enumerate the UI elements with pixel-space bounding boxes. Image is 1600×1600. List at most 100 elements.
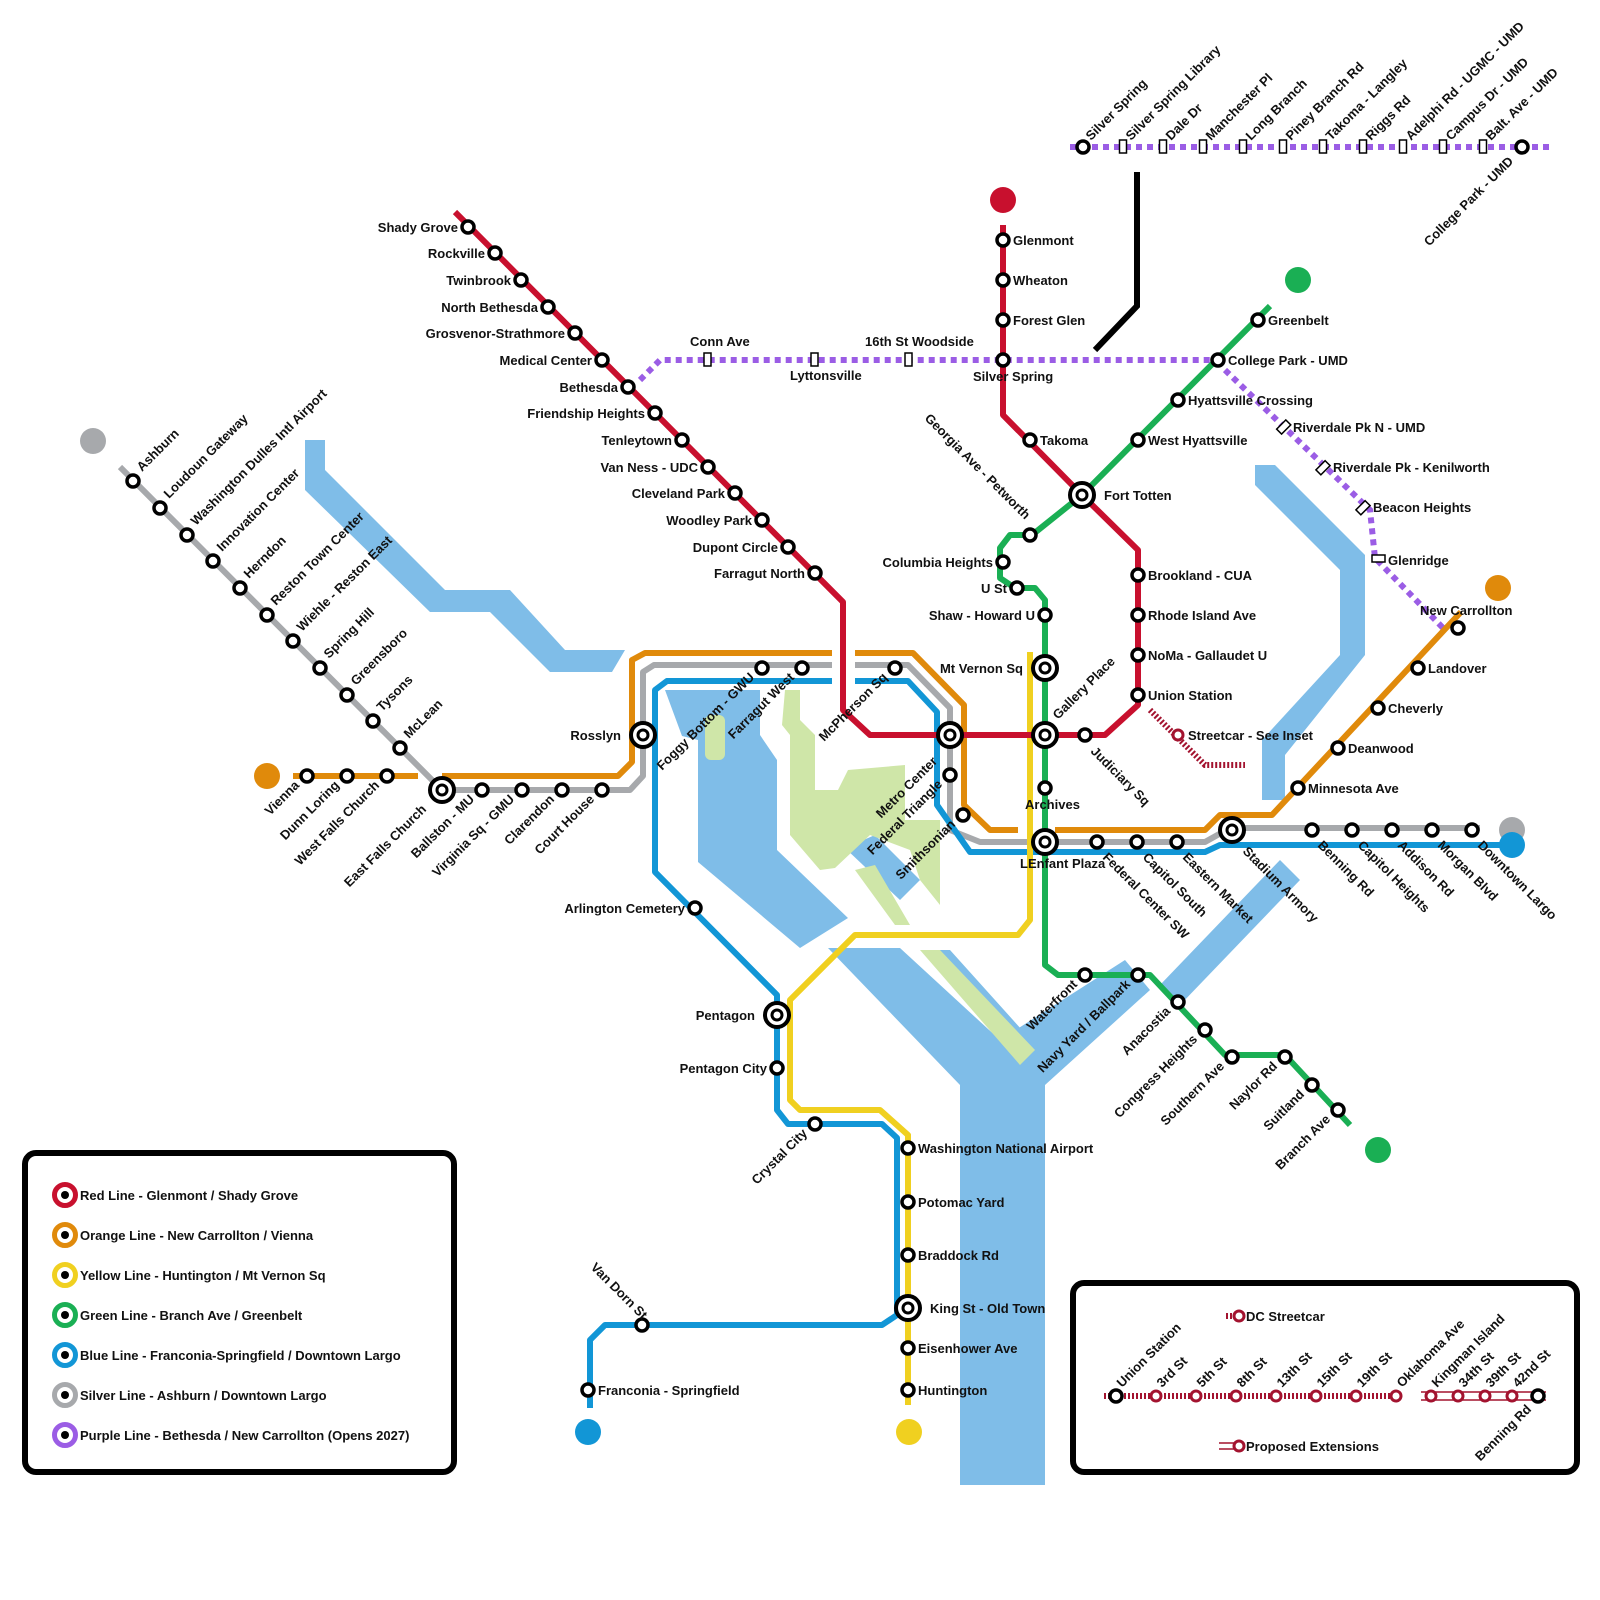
station-marker[interactable]	[780, 539, 796, 555]
purple-top-stop-marker[interactable]	[1198, 139, 1208, 154]
station-marker[interactable]	[1129, 834, 1145, 850]
purple-top-stop-marker[interactable]	[1358, 139, 1368, 154]
station-marker[interactable]	[1290, 780, 1306, 796]
station-marker[interactable]	[647, 405, 663, 421]
station-marker[interactable]	[339, 768, 355, 784]
station-marker[interactable]	[769, 1060, 785, 1076]
station-twinbrook[interactable]: Twinbrook	[446, 272, 529, 288]
streetcar-stop-marker[interactable]	[1389, 1389, 1403, 1403]
purple-top-terminal-marker[interactable]	[1514, 139, 1530, 155]
station-glenridge[interactable]: Glenridge	[1371, 553, 1449, 568]
streetcar-stop-marker[interactable]	[1189, 1389, 1203, 1403]
purple-top-stop-marker[interactable]	[1238, 139, 1248, 154]
station-marker[interactable]	[1330, 740, 1346, 756]
station-wheaton[interactable]: Wheaton	[995, 272, 1068, 288]
station-friendship-heights[interactable]: Friendship Heights	[527, 405, 663, 421]
station-beacon-heights[interactable]: Beacon Heights	[1354, 499, 1471, 516]
station-farragut-north[interactable]: Farragut North	[714, 565, 823, 581]
station-marker[interactable]	[634, 1317, 650, 1333]
station-medical-center[interactable]: Medical Center	[500, 352, 610, 368]
purple-stop-marker[interactable]	[904, 352, 913, 367]
purple-top-stop-marker[interactable]	[1075, 139, 1091, 155]
station-eisenhower-ave[interactable]: Eisenhower Ave	[900, 1340, 1017, 1356]
station-cleveland-park[interactable]: Cleveland Park	[632, 485, 743, 501]
station-marker[interactable]	[754, 512, 770, 528]
purple-stop-marker[interactable]	[1371, 554, 1386, 563]
station-congress-heights[interactable]: Congress Heights	[1111, 1022, 1213, 1121]
station-marker[interactable]	[1197, 1022, 1213, 1038]
station-marker[interactable]	[339, 687, 355, 703]
station-mclean[interactable]: McLean	[392, 696, 445, 756]
station-rosslyn[interactable]: Rosslyn	[570, 721, 657, 749]
station-braddock-rd[interactable]: Braddock Rd	[900, 1247, 999, 1263]
station-marker[interactable]	[995, 352, 1011, 368]
station-loudoun-gateway[interactable]: Loudoun Gateway	[152, 410, 251, 516]
purple-top-stop-marker[interactable]	[1278, 139, 1288, 154]
station-marker[interactable]	[1304, 1077, 1320, 1093]
station-van-ness[interactable]: Van Ness - UDC	[600, 459, 716, 475]
station-lyttonsville[interactable]: Lyttonsville	[790, 352, 862, 383]
station-marker[interactable]	[1370, 700, 1386, 716]
streetcar-stop-marker[interactable]	[1149, 1389, 1163, 1403]
station-takoma[interactable]: Takoma	[1022, 432, 1089, 448]
station-king-st[interactable]: King St - Old Town	[894, 1294, 1045, 1322]
station-west-hyattsville[interactable]: West Hyattsville	[1130, 432, 1247, 448]
station-pentagon[interactable]: Pentagon	[696, 1001, 791, 1029]
station-marker[interactable]	[900, 1247, 916, 1263]
station-marker[interactable]	[955, 807, 971, 823]
streetcar-stop-marker[interactable]	[1108, 1388, 1124, 1404]
station-union-station[interactable]: Union Station	[1130, 687, 1233, 703]
station-marker[interactable]	[152, 500, 168, 516]
station-potomac-yard[interactable]: Potomac Yard	[900, 1194, 1005, 1210]
station-cheverly[interactable]: Cheverly	[1370, 700, 1444, 716]
station-marker[interactable]	[674, 432, 690, 448]
station-marker[interactable]	[312, 660, 328, 676]
purple-top-stop-marker[interactable]	[1158, 139, 1168, 154]
station-franconia[interactable]: Franconia - Springfield	[580, 1382, 740, 1398]
station-marker[interactable]	[205, 553, 221, 569]
station-mcpherson-sq[interactable]: McPherson Sq	[816, 660, 903, 744]
purple-top-stop-marker[interactable]	[1478, 139, 1488, 154]
station-marker[interactable]	[995, 312, 1011, 328]
station-marker[interactable]	[1277, 1049, 1293, 1065]
station-marker[interactable]	[392, 740, 408, 756]
station-streetcar-link[interactable]: Streetcar - See Inset	[1171, 728, 1314, 743]
purple-stop-marker[interactable]	[1275, 418, 1292, 436]
station-marker[interactable]	[487, 245, 503, 261]
station-marker[interactable]	[232, 580, 248, 596]
station-marker[interactable]	[900, 1382, 916, 1398]
purple-stop-marker[interactable]	[703, 352, 712, 367]
station-marker[interactable]	[1344, 822, 1360, 838]
station-marker[interactable]	[754, 660, 770, 676]
station-judiciary-sq[interactable]: Judiciary Sq	[1077, 727, 1153, 809]
station-marker[interactable]	[1130, 567, 1146, 583]
station-arlington-cemetery[interactable]: Arlington Cemetery	[564, 900, 703, 916]
purple-top-stop-marker[interactable]	[1398, 139, 1408, 154]
station-rockville[interactable]: Rockville	[428, 245, 503, 261]
station-marker[interactable]	[474, 782, 490, 798]
purple-top-stop-marker[interactable]	[1438, 139, 1448, 154]
station-marker[interactable]	[995, 272, 1011, 288]
station-archives[interactable]: Archives	[1025, 780, 1080, 812]
station-woodside[interactable]: 16th St Woodside	[865, 334, 974, 367]
station-marker[interactable]	[727, 485, 743, 501]
purple-stop-marker[interactable]	[810, 352, 819, 367]
station-minnesota-ave[interactable]: Minnesota Ave	[1290, 780, 1399, 796]
station-mt-vernon-sq[interactable]: Mt Vernon Sq	[940, 654, 1059, 682]
station-marker[interactable]	[1170, 994, 1186, 1010]
station-dupont-circle[interactable]: Dupont Circle	[693, 539, 796, 555]
station-college-park[interactable]: College Park - UMD	[1210, 352, 1348, 368]
station-hyattsville-crossing[interactable]: Hyattsville Crossing	[1170, 392, 1313, 408]
station-marker[interactable]	[365, 713, 381, 729]
station-tenleytown[interactable]: Tenleytown	[601, 432, 690, 448]
streetcar-stop-marker[interactable]	[1530, 1388, 1546, 1404]
station-marker[interactable]	[1130, 687, 1146, 703]
station-marker[interactable]	[179, 527, 195, 543]
station-shady-grove[interactable]: Shady Grove	[378, 219, 476, 235]
station-marker[interactable]	[1330, 1102, 1346, 1118]
station-deanwood[interactable]: Deanwood	[1330, 740, 1414, 756]
purple-top-terminal[interactable]: College Park - UMD	[1421, 139, 1530, 249]
streetcar-stop-marker[interactable]	[1349, 1389, 1363, 1403]
station-riverdale-k[interactable]: Riverdale Pk - Kenilworth	[1314, 459, 1490, 476]
station-marker[interactable]	[1250, 312, 1266, 328]
